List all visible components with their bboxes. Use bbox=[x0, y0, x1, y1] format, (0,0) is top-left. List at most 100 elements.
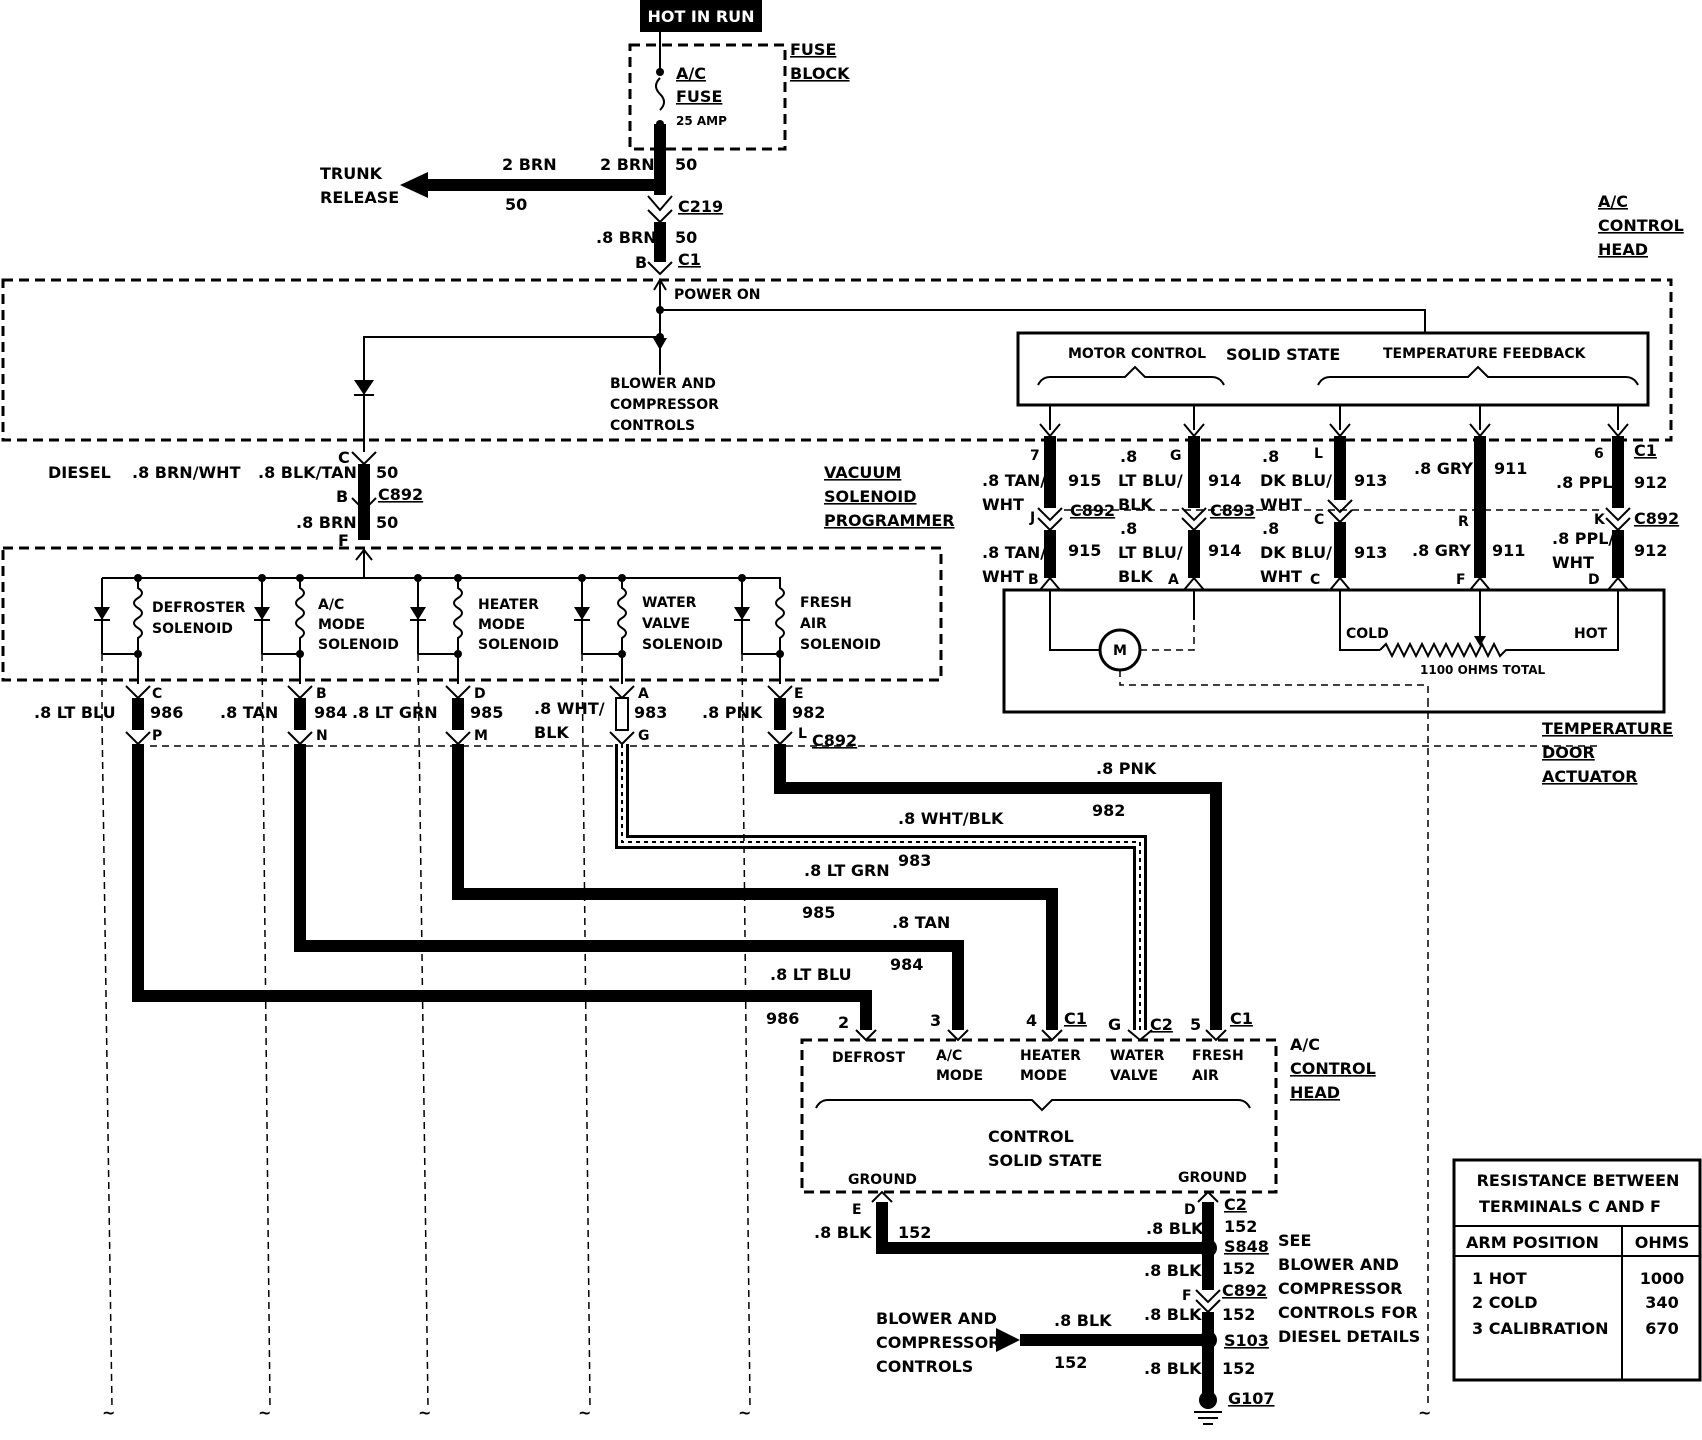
wire-985-pin-bottom: M bbox=[474, 728, 488, 744]
vacuum-programmer-box bbox=[1, 546, 943, 682]
route-blu-num: 986 bbox=[766, 1009, 799, 1028]
solenoid-wire-985: .8 LT GRN 985 D M bbox=[352, 685, 503, 746]
w913-color-1: .8 bbox=[1262, 447, 1279, 466]
gnd-s848: S848 bbox=[1224, 1237, 1269, 1256]
w915-color2-1: .8 TAN/ bbox=[982, 543, 1046, 562]
term-water-2: VALVE bbox=[1110, 1068, 1158, 1084]
trunk-release-arrow bbox=[400, 172, 428, 198]
control-head-bottom-label-3: HEAD bbox=[1290, 1083, 1340, 1102]
w911-color2: .8 GRY bbox=[1412, 541, 1471, 560]
w912-num: 912 bbox=[1634, 473, 1667, 492]
fuse-wire-num: 50 bbox=[675, 155, 697, 174]
w915-num: 915 bbox=[1068, 471, 1101, 490]
table-row-1-ohms: 1000 bbox=[1640, 1269, 1685, 1288]
pin-c2: C2 bbox=[1150, 1015, 1173, 1034]
svg-text:~: ~ bbox=[418, 1403, 431, 1422]
fresh-air-label-3: SOLENOID bbox=[800, 637, 881, 653]
w913-mid-pin: C bbox=[1314, 512, 1324, 528]
motor-label: M bbox=[1113, 643, 1127, 659]
table-title-1: RESISTANCE BETWEEN bbox=[1477, 1171, 1680, 1190]
feed-brn-label: .8 BRN bbox=[296, 513, 357, 532]
table-header-position: ARM POSITION bbox=[1466, 1233, 1599, 1252]
blower-in-label-1: BLOWER AND bbox=[876, 1309, 997, 1328]
wire-984-num: 984 bbox=[314, 703, 347, 722]
actuator-wire-912: 6 C1 .8 PPL 912 K C892 .8 PPL/ WHT 912 D bbox=[1552, 405, 1679, 591]
wire-983-pin-bottom: G bbox=[638, 728, 650, 744]
w915-color-2: WHT bbox=[982, 495, 1024, 514]
table-row-3-ohms: 670 bbox=[1645, 1319, 1678, 1338]
term-fresh-2: AIR bbox=[1192, 1068, 1219, 1084]
w913-color-2: DK BLU/ bbox=[1260, 471, 1332, 490]
gnd-c2: C2 bbox=[1224, 1195, 1247, 1214]
w914-color2-2: LT BLU/ bbox=[1118, 543, 1183, 562]
w915-bot-pin: B bbox=[1028, 572, 1039, 588]
term-water-1: WATER bbox=[1110, 1048, 1165, 1064]
fuse-label-3: 25 AMP bbox=[676, 114, 727, 128]
route-tan-label: .8 TAN bbox=[892, 913, 950, 932]
see-label-5: DIESEL DETAILS bbox=[1278, 1327, 1420, 1346]
term-defrost: DEFROST bbox=[832, 1050, 906, 1066]
ac-mode-label-1: A/C bbox=[318, 597, 344, 613]
w912-color2-1: .8 PPL/ bbox=[1552, 529, 1614, 548]
svg-text:~: ~ bbox=[1418, 1403, 1431, 1422]
temp-feedback-label: TEMPERATURE FEEDBACK bbox=[1383, 346, 1587, 362]
c1-top-label: C1 bbox=[678, 250, 701, 269]
w912-conn: C892 bbox=[1634, 509, 1679, 528]
w913-color2-2: DK BLU/ bbox=[1260, 543, 1332, 562]
w914-num2: 914 bbox=[1208, 541, 1241, 560]
w914-num: 914 bbox=[1208, 471, 1241, 490]
term-fresh-1: FRESH bbox=[1192, 1048, 1244, 1064]
route-lt-blu-986 bbox=[132, 744, 872, 1030]
w911-color: .8 GRY bbox=[1414, 459, 1473, 478]
actuator-wire-914: G .8 LT BLU/ BLK 914 C893 .8 LT BLU/ BLK… bbox=[1118, 405, 1255, 591]
w913-color-3: WHT bbox=[1260, 495, 1302, 514]
gnd-blk-left: .8 BLK bbox=[814, 1223, 872, 1242]
route-blu-label: .8 LT BLU bbox=[770, 965, 852, 984]
gnd-blk-2: .8 BLK bbox=[1144, 1261, 1202, 1280]
gnd-num-3: 152 bbox=[1222, 1305, 1255, 1324]
defroster-solenoid: DEFROSTER SOLENOID bbox=[94, 574, 246, 658]
gnd-c892: C892 bbox=[1222, 1281, 1267, 1300]
term-ac-1: A/C bbox=[936, 1048, 962, 1064]
table-title-2: TERMINALS C AND F bbox=[1479, 1197, 1661, 1216]
c892-solenoid-label: C892 bbox=[812, 731, 857, 750]
term-heater-1: HEATER bbox=[1020, 1048, 1081, 1064]
w911-mid-pin: R bbox=[1458, 514, 1469, 530]
heater-mode-label-3: SOLENOID bbox=[478, 637, 559, 653]
fuse-symbol bbox=[655, 77, 665, 111]
gnd-num-d: 152 bbox=[1224, 1217, 1257, 1236]
w913-num2: 913 bbox=[1354, 543, 1387, 562]
w912-color: .8 PPL bbox=[1556, 473, 1612, 492]
pin-2: 2 bbox=[838, 1013, 849, 1032]
hot-in-run-badge bbox=[640, 0, 762, 32]
diesel-label: DIESEL bbox=[48, 463, 111, 482]
pin-g: G bbox=[1108, 1015, 1121, 1034]
fuse-block-box bbox=[628, 43, 787, 151]
gnd-g107: G107 bbox=[1228, 1389, 1275, 1408]
ohms-total-label: 1100 OHMS TOTAL bbox=[1420, 663, 1546, 677]
feed-b-pin: B bbox=[336, 487, 348, 506]
w912-top-conn: C1 bbox=[1634, 441, 1657, 460]
fuse-wire-label: 2 BRN bbox=[600, 155, 655, 174]
feed-f-pin: F bbox=[338, 531, 349, 550]
gnd-f-pin: F bbox=[1182, 1288, 1192, 1304]
see-label-3: COMPRESSOR bbox=[1278, 1279, 1403, 1298]
w915-top-pin: 7 bbox=[1030, 448, 1040, 464]
table-row-2-position: 2 COLD bbox=[1472, 1293, 1538, 1312]
control-head-bottom-label-2: CONTROL bbox=[1290, 1059, 1376, 1078]
route-wht-num: 983 bbox=[898, 851, 931, 870]
gnd-d-pin: D bbox=[1184, 1202, 1196, 1218]
wire-983-color2: BLK bbox=[534, 723, 569, 742]
actuator-wire-915: 7 .8 TAN/ WHT 915 J C892 .8 TAN/ WHT 915… bbox=[982, 405, 1115, 591]
blk-tan-label: .8 BLK/TAN bbox=[258, 463, 357, 482]
water-valve-label-3: SOLENOID bbox=[642, 637, 723, 653]
defroster-label-2: SOLENOID bbox=[152, 621, 233, 637]
fresh-air-label-2: AIR bbox=[800, 616, 827, 632]
w914-color2-3: BLK bbox=[1118, 567, 1153, 586]
wire-984-color: .8 TAN bbox=[220, 703, 278, 722]
ground-right-label: GROUND bbox=[1178, 1170, 1247, 1186]
see-label-2: BLOWER AND bbox=[1278, 1255, 1399, 1274]
solid-state-label: SOLID STATE bbox=[1226, 345, 1340, 364]
wire-984-pin-top: B bbox=[316, 686, 327, 702]
